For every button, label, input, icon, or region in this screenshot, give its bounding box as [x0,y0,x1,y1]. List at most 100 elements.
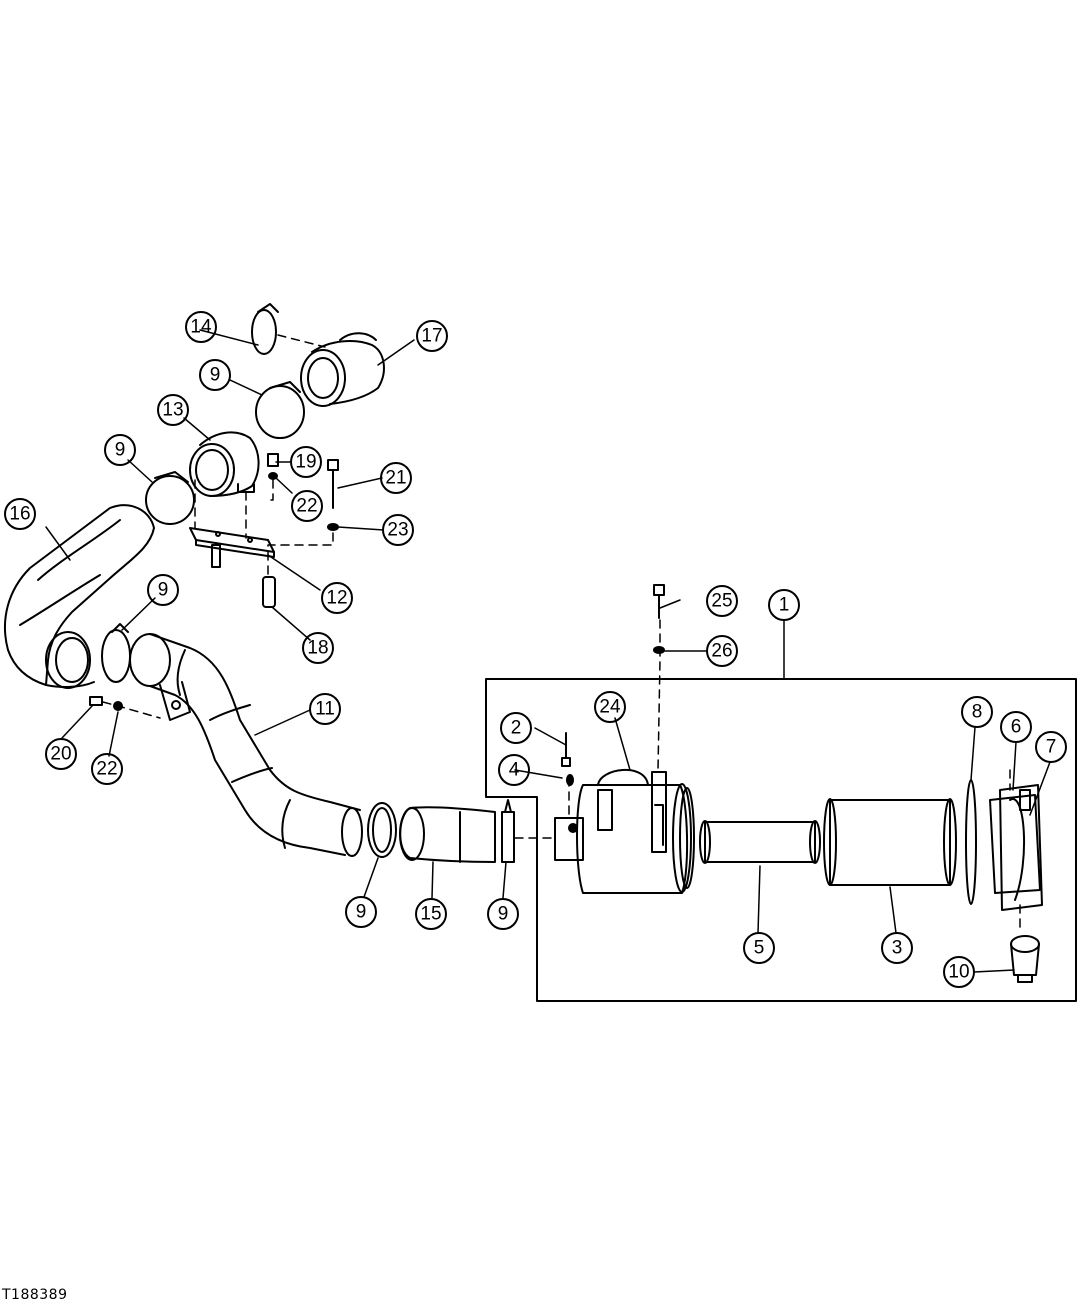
callout-23: 23 [382,514,414,546]
callout-19-label: 19 [295,452,316,473]
clamp-9-upper [255,385,305,439]
callout-6: 6 [1000,711,1032,743]
hose-13 [189,431,260,497]
element-3 [823,798,957,886]
callout-26: 26 [706,635,738,667]
callout-9-left: 9 [104,434,136,466]
cover-6 [989,784,1043,911]
washer-23 [327,523,339,531]
clamp-9-mid [101,629,131,683]
washer-26 [653,646,665,654]
callout-4-label: 4 [509,760,520,781]
callout-3-label: 3 [892,938,903,959]
callout-20: 20 [45,738,77,770]
hose-15 [399,806,496,863]
callout-7: 7 [1035,731,1067,763]
callout-9-upper-label: 9 [210,365,221,386]
callout-22-upper-label: 22 [296,496,317,517]
callout-10-label: 10 [948,962,969,983]
element-5 [699,820,821,864]
callout-14-label: 14 [190,317,212,338]
callout-16-label: 16 [9,504,30,525]
callout-26-label: 26 [711,641,732,662]
clamp-9-upper-latch [269,381,301,393]
assembly-outline [485,678,1077,1002]
callout-5-label: 5 [754,938,765,959]
callout-22-lower-label: 22 [96,759,117,780]
callout-12-label: 12 [326,588,347,609]
callout-4: 4 [498,754,530,786]
washer-22-upper [268,472,278,480]
flange-9-tab [504,799,512,813]
callout-25-label: 25 [711,591,732,612]
callout-9-mid-label: 9 [158,580,169,601]
callout-22-upper: 22 [291,490,323,522]
gasket-8 [965,779,977,905]
callout-11-label: 11 [315,699,335,720]
nut-19 [267,453,279,467]
clamp-9-lower-inner [372,807,392,853]
seal-4 [566,774,574,786]
callout-22-lower: 22 [91,753,123,785]
callout-1: 1 [768,589,800,621]
callout-10: 10 [943,956,975,988]
callout-19: 19 [290,446,322,478]
callout-17: 17 [416,320,448,352]
callout-11: 11 [309,693,341,725]
callout-21: 21 [380,462,412,494]
callout-24: 24 [594,691,626,723]
callout-13-label: 13 [162,400,183,421]
spacer-18 [262,576,276,608]
callout-8-label: 8 [972,702,983,723]
bracket-12 [189,527,275,568]
callout-24-label: 24 [599,697,621,718]
callout-9-mid: 9 [147,574,179,606]
callout-7-label: 7 [1046,737,1057,758]
callout-9-upper: 9 [199,359,231,391]
callout-18-label: 18 [307,638,328,659]
callout-20-label: 20 [50,744,71,765]
sensor-2 [561,732,571,767]
callout-2-label: 2 [511,718,522,739]
callout-16: 16 [4,498,36,530]
callout-21-label: 21 [385,468,406,489]
callout-9-flange: 9 [487,898,519,930]
figure-id: T188389 [2,1287,68,1303]
callout-9-left-label: 9 [115,440,126,461]
callout-6-label: 6 [1011,717,1022,738]
callout-9-lower-label: 9 [356,902,367,923]
valve-10 [1010,935,1040,983]
callout-13: 13 [157,394,189,426]
clamp-14 [251,309,277,355]
callout-18: 18 [302,632,334,664]
callout-14: 14 [185,311,217,343]
callout-9-flange-label: 9 [498,904,509,925]
callout-9-lower: 9 [345,896,377,928]
leader-lines [45,329,1051,973]
hose-11 [129,633,363,857]
callout-15: 15 [415,898,447,930]
alignment-lines [102,334,1021,933]
callout-5: 5 [743,932,775,964]
bolt-20 [89,696,103,706]
bolt-25 [653,584,665,619]
hose-16 [4,504,155,689]
callout-8: 8 [961,696,993,728]
air-cleaner-body [554,769,695,894]
hose-17 [300,332,385,407]
clamp-9-left [145,475,195,525]
clamp-9-left-latch [154,471,189,483]
callout-2: 2 [500,712,532,744]
callout-15-label: 15 [420,904,441,925]
flange-9 [501,811,515,863]
clamp-9-mid-latch [111,623,129,633]
callout-3: 3 [881,932,913,964]
clamp-9-lower [367,802,397,858]
bolt-21 [327,459,339,509]
callout-23-label: 23 [387,520,408,541]
callout-12: 12 [321,582,353,614]
callout-1-label: 1 [779,595,790,616]
clamp-14-latch [257,303,279,313]
callout-25: 25 [706,585,738,617]
